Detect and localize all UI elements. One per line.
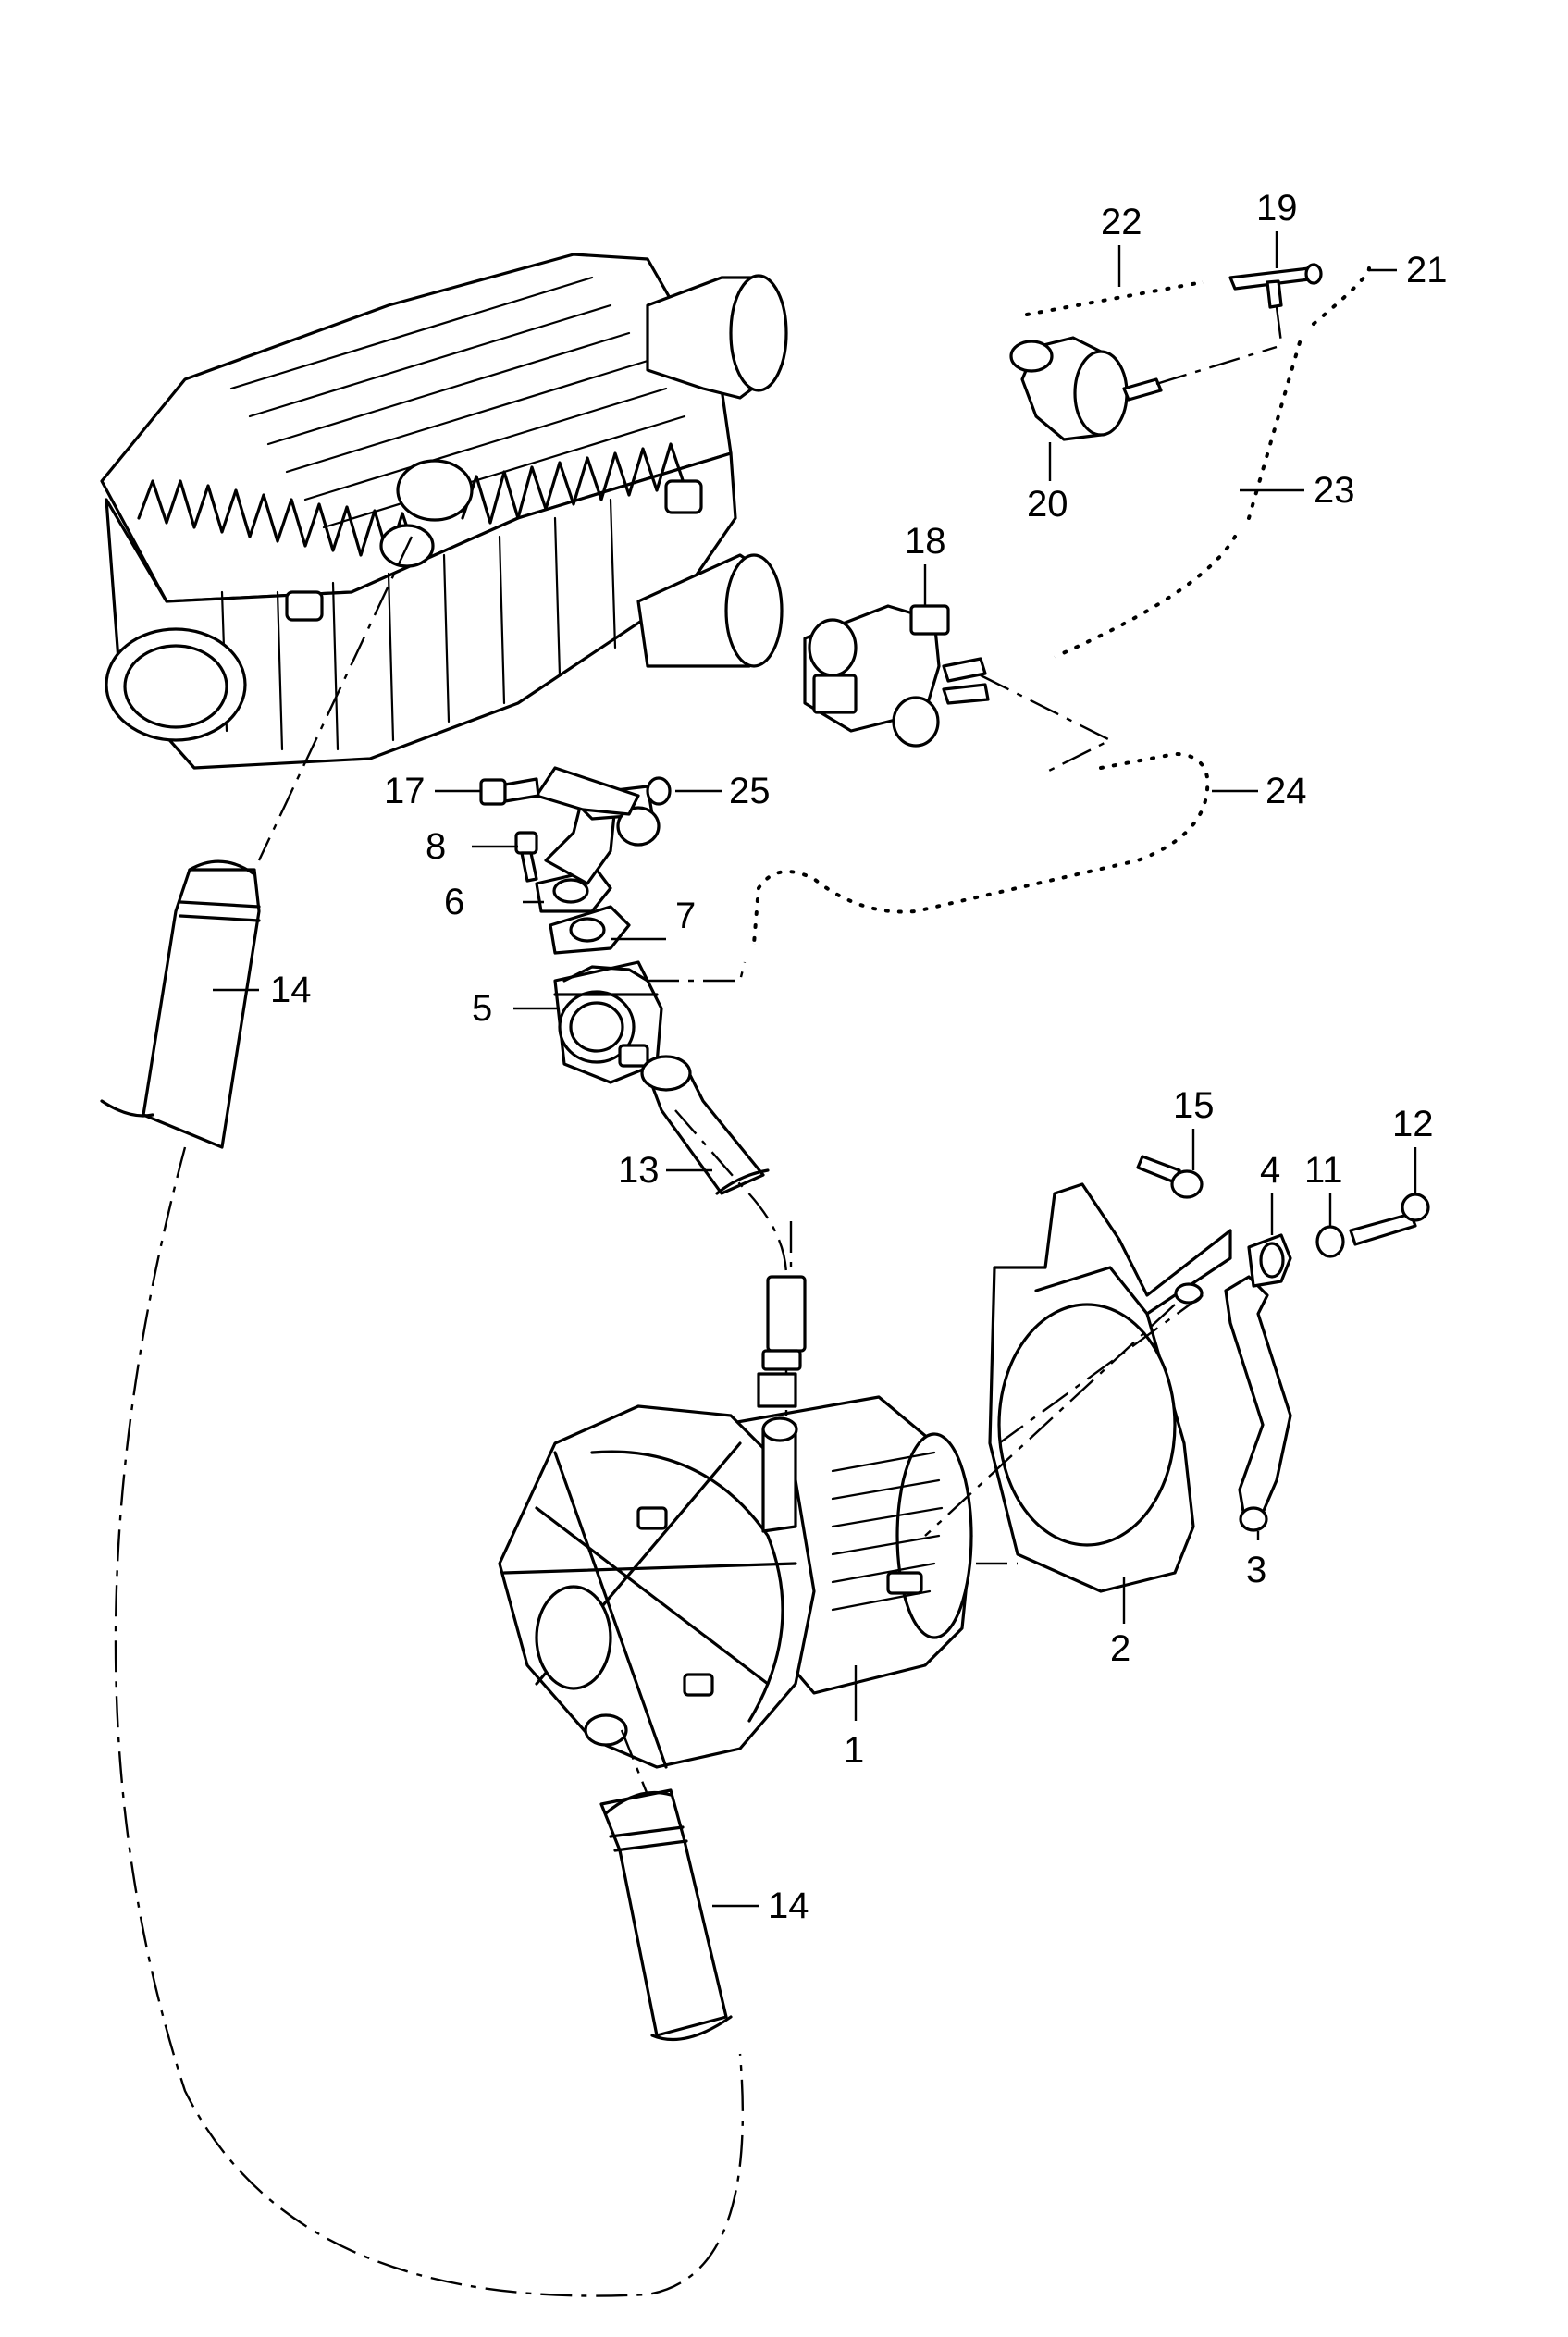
callout-7: 7 [675, 896, 696, 936]
leader-lines [213, 231, 1417, 1908]
bracket-upper [535, 766, 640, 816]
rubber-mount-4 [1247, 1233, 1292, 1288]
washer-11 [1315, 1225, 1345, 1258]
hose-23 [1050, 339, 1311, 667]
hose-24 [741, 740, 1221, 946]
callout-3: 3 [1246, 1550, 1266, 1590]
clip-25 [646, 776, 672, 806]
valve-18 [803, 604, 990, 748]
hose-14-upper [100, 859, 261, 1149]
t-piece-19 [1228, 263, 1323, 309]
bolt-17 [479, 777, 540, 806]
callout-15: 15 [1173, 1085, 1215, 1126]
bolt-8 [514, 831, 538, 883]
secondary-air-pump-1 [498, 1395, 973, 1769]
callout-21: 21 [1406, 250, 1448, 291]
callout-14-upper: 14 [270, 970, 312, 1010]
callout-2: 2 [1110, 1628, 1130, 1669]
hose-connector [757, 1275, 807, 1408]
callout-22: 22 [1101, 202, 1142, 242]
callout-17: 17 [384, 771, 426, 811]
callout-20: 20 [1027, 484, 1068, 525]
gasket-plate-2 [988, 1182, 1232, 1593]
assembly-lines [114, 306, 1283, 2297]
callout-8: 8 [426, 826, 446, 867]
air-filter-housing [100, 253, 788, 770]
hose-14-lower [599, 1788, 733, 2042]
callouts: 1 2 3 4 5 6 7 8 11 12 13 14 14 15 17 18 … [270, 188, 1448, 1926]
callout-19: 19 [1256, 188, 1298, 229]
callout-6: 6 [444, 882, 464, 922]
callout-1: 1 [844, 1730, 864, 1771]
callout-4: 4 [1260, 1150, 1280, 1191]
gasket-7 [549, 905, 631, 955]
bracket-3 [1174, 1275, 1292, 1532]
callout-12: 12 [1392, 1104, 1434, 1144]
callout-13: 13 [618, 1150, 660, 1191]
callout-24: 24 [1266, 771, 1307, 811]
callout-11: 11 [1304, 1150, 1343, 1191]
hose-13 [640, 1055, 770, 1195]
callout-25: 25 [729, 771, 771, 811]
callout-5: 5 [472, 988, 492, 1029]
callout-18: 18 [905, 521, 946, 562]
callout-23: 23 [1314, 470, 1355, 511]
bolt-15 [1136, 1155, 1204, 1199]
callout-14-lower: 14 [768, 1886, 809, 1926]
bolt-12 [1349, 1193, 1430, 1246]
hose-21 [1306, 248, 1381, 333]
hose-22 [1025, 273, 1204, 324]
solenoid-valve-20 [1009, 336, 1163, 441]
combination-valve-5 [553, 960, 663, 1084]
